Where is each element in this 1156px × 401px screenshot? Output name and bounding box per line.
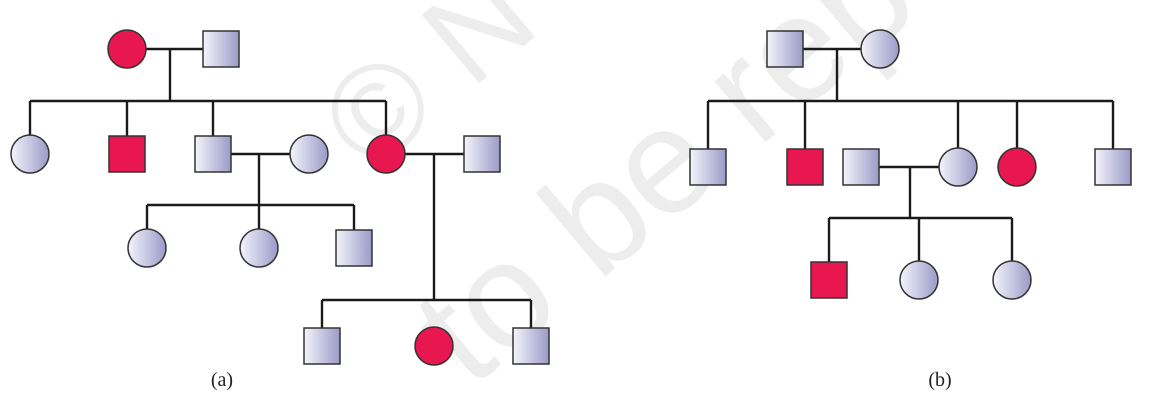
unaffected-male-square bbox=[194, 135, 232, 173]
affected-male-square bbox=[786, 148, 824, 186]
caption-b: (b) bbox=[928, 369, 951, 391]
watermark-copyright-n: © N bbox=[294, 0, 561, 196]
unaffected-male-square bbox=[842, 148, 880, 186]
unaffected-female-circle bbox=[899, 260, 939, 300]
affected-male-square bbox=[108, 135, 146, 173]
unaffected-male-square bbox=[512, 327, 550, 365]
affected-female-circle bbox=[366, 134, 406, 174]
unaffected-male-square bbox=[335, 229, 373, 267]
affected-female-circle bbox=[997, 147, 1037, 187]
unaffected-female-circle bbox=[860, 29, 900, 69]
affected-male-square bbox=[810, 261, 848, 299]
unaffected-male-square bbox=[463, 135, 501, 173]
affected-female-circle bbox=[414, 326, 454, 366]
unaffected-male-square bbox=[303, 327, 341, 365]
unaffected-female-circle bbox=[127, 228, 167, 268]
unaffected-female-circle bbox=[289, 134, 329, 174]
watermark: © N to be rep bbox=[294, 0, 944, 401]
affected-female-circle bbox=[107, 29, 147, 69]
unaffected-male-square bbox=[766, 30, 804, 68]
unaffected-female-circle bbox=[992, 260, 1032, 300]
pedigree-symbols bbox=[10, 29, 1132, 366]
unaffected-male-square bbox=[1094, 148, 1132, 186]
unaffected-female-circle bbox=[239, 228, 279, 268]
unaffected-male-square bbox=[689, 148, 727, 186]
pedigree-lines bbox=[28, 47, 1115, 328]
unaffected-female-circle bbox=[10, 134, 50, 174]
unaffected-female-circle bbox=[938, 147, 978, 187]
unaffected-male-square bbox=[202, 30, 240, 68]
caption-a: (a) bbox=[211, 369, 233, 391]
